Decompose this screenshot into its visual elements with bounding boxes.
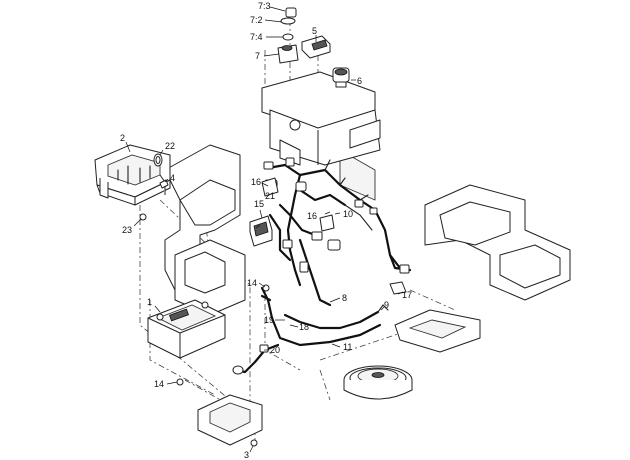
relay-block-21 bbox=[249, 215, 273, 247]
callout-3: 3 bbox=[244, 450, 249, 460]
main-frame bbox=[164, 144, 376, 316]
battery-box bbox=[94, 144, 171, 206]
callout-17: 17 bbox=[402, 290, 412, 300]
lower-mount-plate bbox=[197, 394, 263, 447]
key-switch-assembly bbox=[277, 7, 299, 64]
battery-1 bbox=[147, 299, 226, 359]
sensor-17 bbox=[389, 281, 407, 295]
callout-19: 19 bbox=[264, 315, 274, 325]
callout-15: 15 bbox=[254, 199, 264, 209]
callout-8: 8 bbox=[342, 293, 347, 303]
callout-14b: 14 bbox=[154, 379, 164, 389]
callout-1: 1 bbox=[147, 297, 152, 307]
fuse-holder-16b bbox=[319, 214, 335, 232]
callout-16a: 16 bbox=[251, 177, 261, 187]
callout-5: 5 bbox=[312, 26, 317, 36]
bolt-4 bbox=[159, 179, 169, 189]
battery-cables bbox=[232, 286, 389, 375]
callout-9: 9 bbox=[384, 300, 389, 310]
callout-7: 7 bbox=[255, 51, 260, 61]
leader-lines bbox=[125, 6, 404, 453]
callout-16b: 16 bbox=[307, 211, 317, 221]
dash-tower bbox=[261, 71, 381, 166]
callout-4: 4 bbox=[170, 173, 175, 183]
washer-23 bbox=[139, 213, 147, 221]
callout-2: 2 bbox=[120, 133, 125, 143]
washer-14b bbox=[176, 378, 184, 386]
callout-21: 21 bbox=[265, 191, 275, 201]
callout-11: 11 bbox=[343, 342, 352, 352]
callout-labels: 7:3 7:2 7:4 7 5 6 2 22 4 23 16 15 21 16 … bbox=[120, 1, 412, 460]
wire-harness bbox=[263, 157, 412, 307]
electric-clutch bbox=[343, 365, 413, 400]
callout-22: 22 bbox=[165, 141, 175, 151]
switch-module-5 bbox=[301, 35, 331, 59]
callout-7-2: 7:2 bbox=[250, 15, 263, 25]
callout-14a: 14 bbox=[247, 278, 257, 288]
pedal-bracket bbox=[394, 309, 481, 353]
callout-18: 18 bbox=[299, 322, 309, 332]
callout-23: 23 bbox=[122, 225, 132, 235]
switch-6 bbox=[332, 67, 350, 88]
callout-7-3: 7:3 bbox=[258, 1, 271, 11]
callout-6: 6 bbox=[357, 76, 362, 86]
right-frame bbox=[424, 184, 571, 301]
fuse-holder-16a bbox=[261, 177, 279, 197]
callout-20: 20 bbox=[270, 345, 280, 355]
callout-7-4: 7:4 bbox=[250, 32, 263, 42]
callout-10: 10 bbox=[343, 209, 353, 219]
battery-clip-22 bbox=[153, 153, 163, 167]
